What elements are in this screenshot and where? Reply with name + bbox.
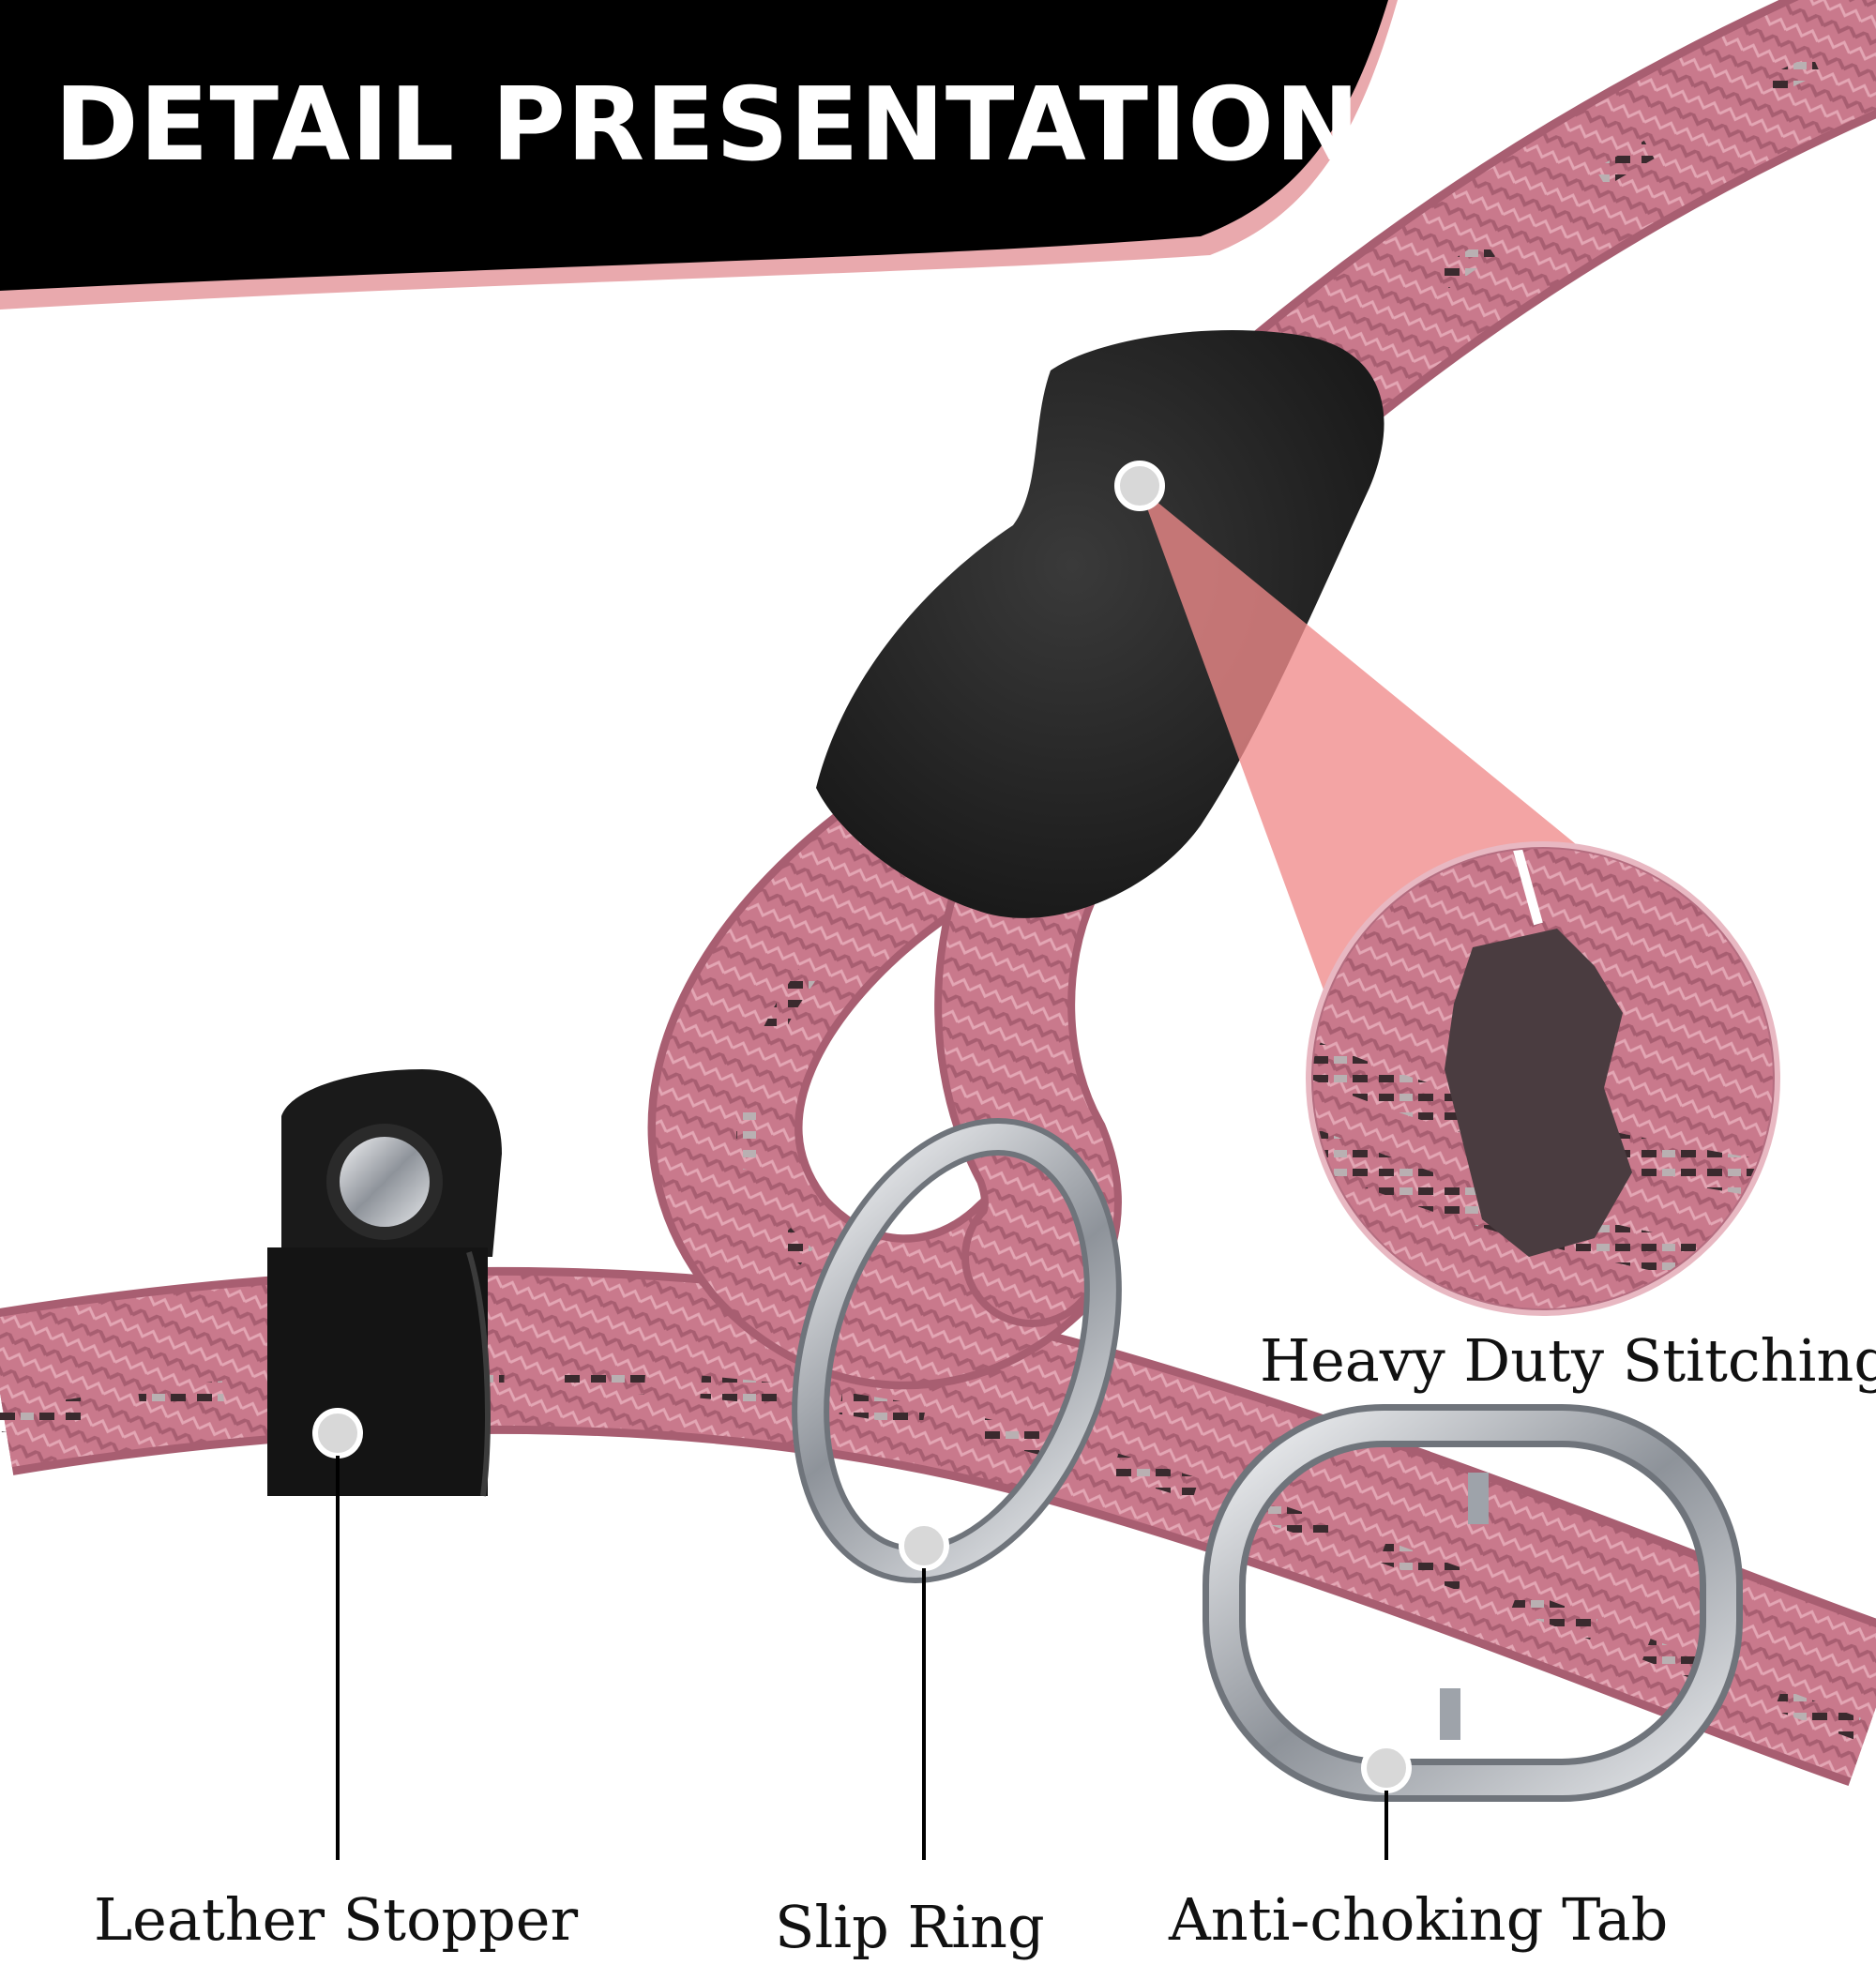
header-banner [0,0,1398,310]
label-heavy-duty-stitching: Heavy Duty Stitching [1260,1326,1876,1395]
leather-stopper [267,1069,502,1497]
rubber-connector [816,330,1384,918]
upper-rope [1220,0,1876,468]
page-title: DETAIL PRESENTATION [54,67,1361,184]
label-anti-choking-tab: Anti-choking Tab [1169,1885,1669,1954]
label-slip-ring: Slip Ring [775,1893,1045,1961]
callout-markers [312,461,1412,1860]
label-leather-stopper: Leather Stopper [94,1885,579,1954]
stitching-zoom-view [1306,841,1780,1316]
